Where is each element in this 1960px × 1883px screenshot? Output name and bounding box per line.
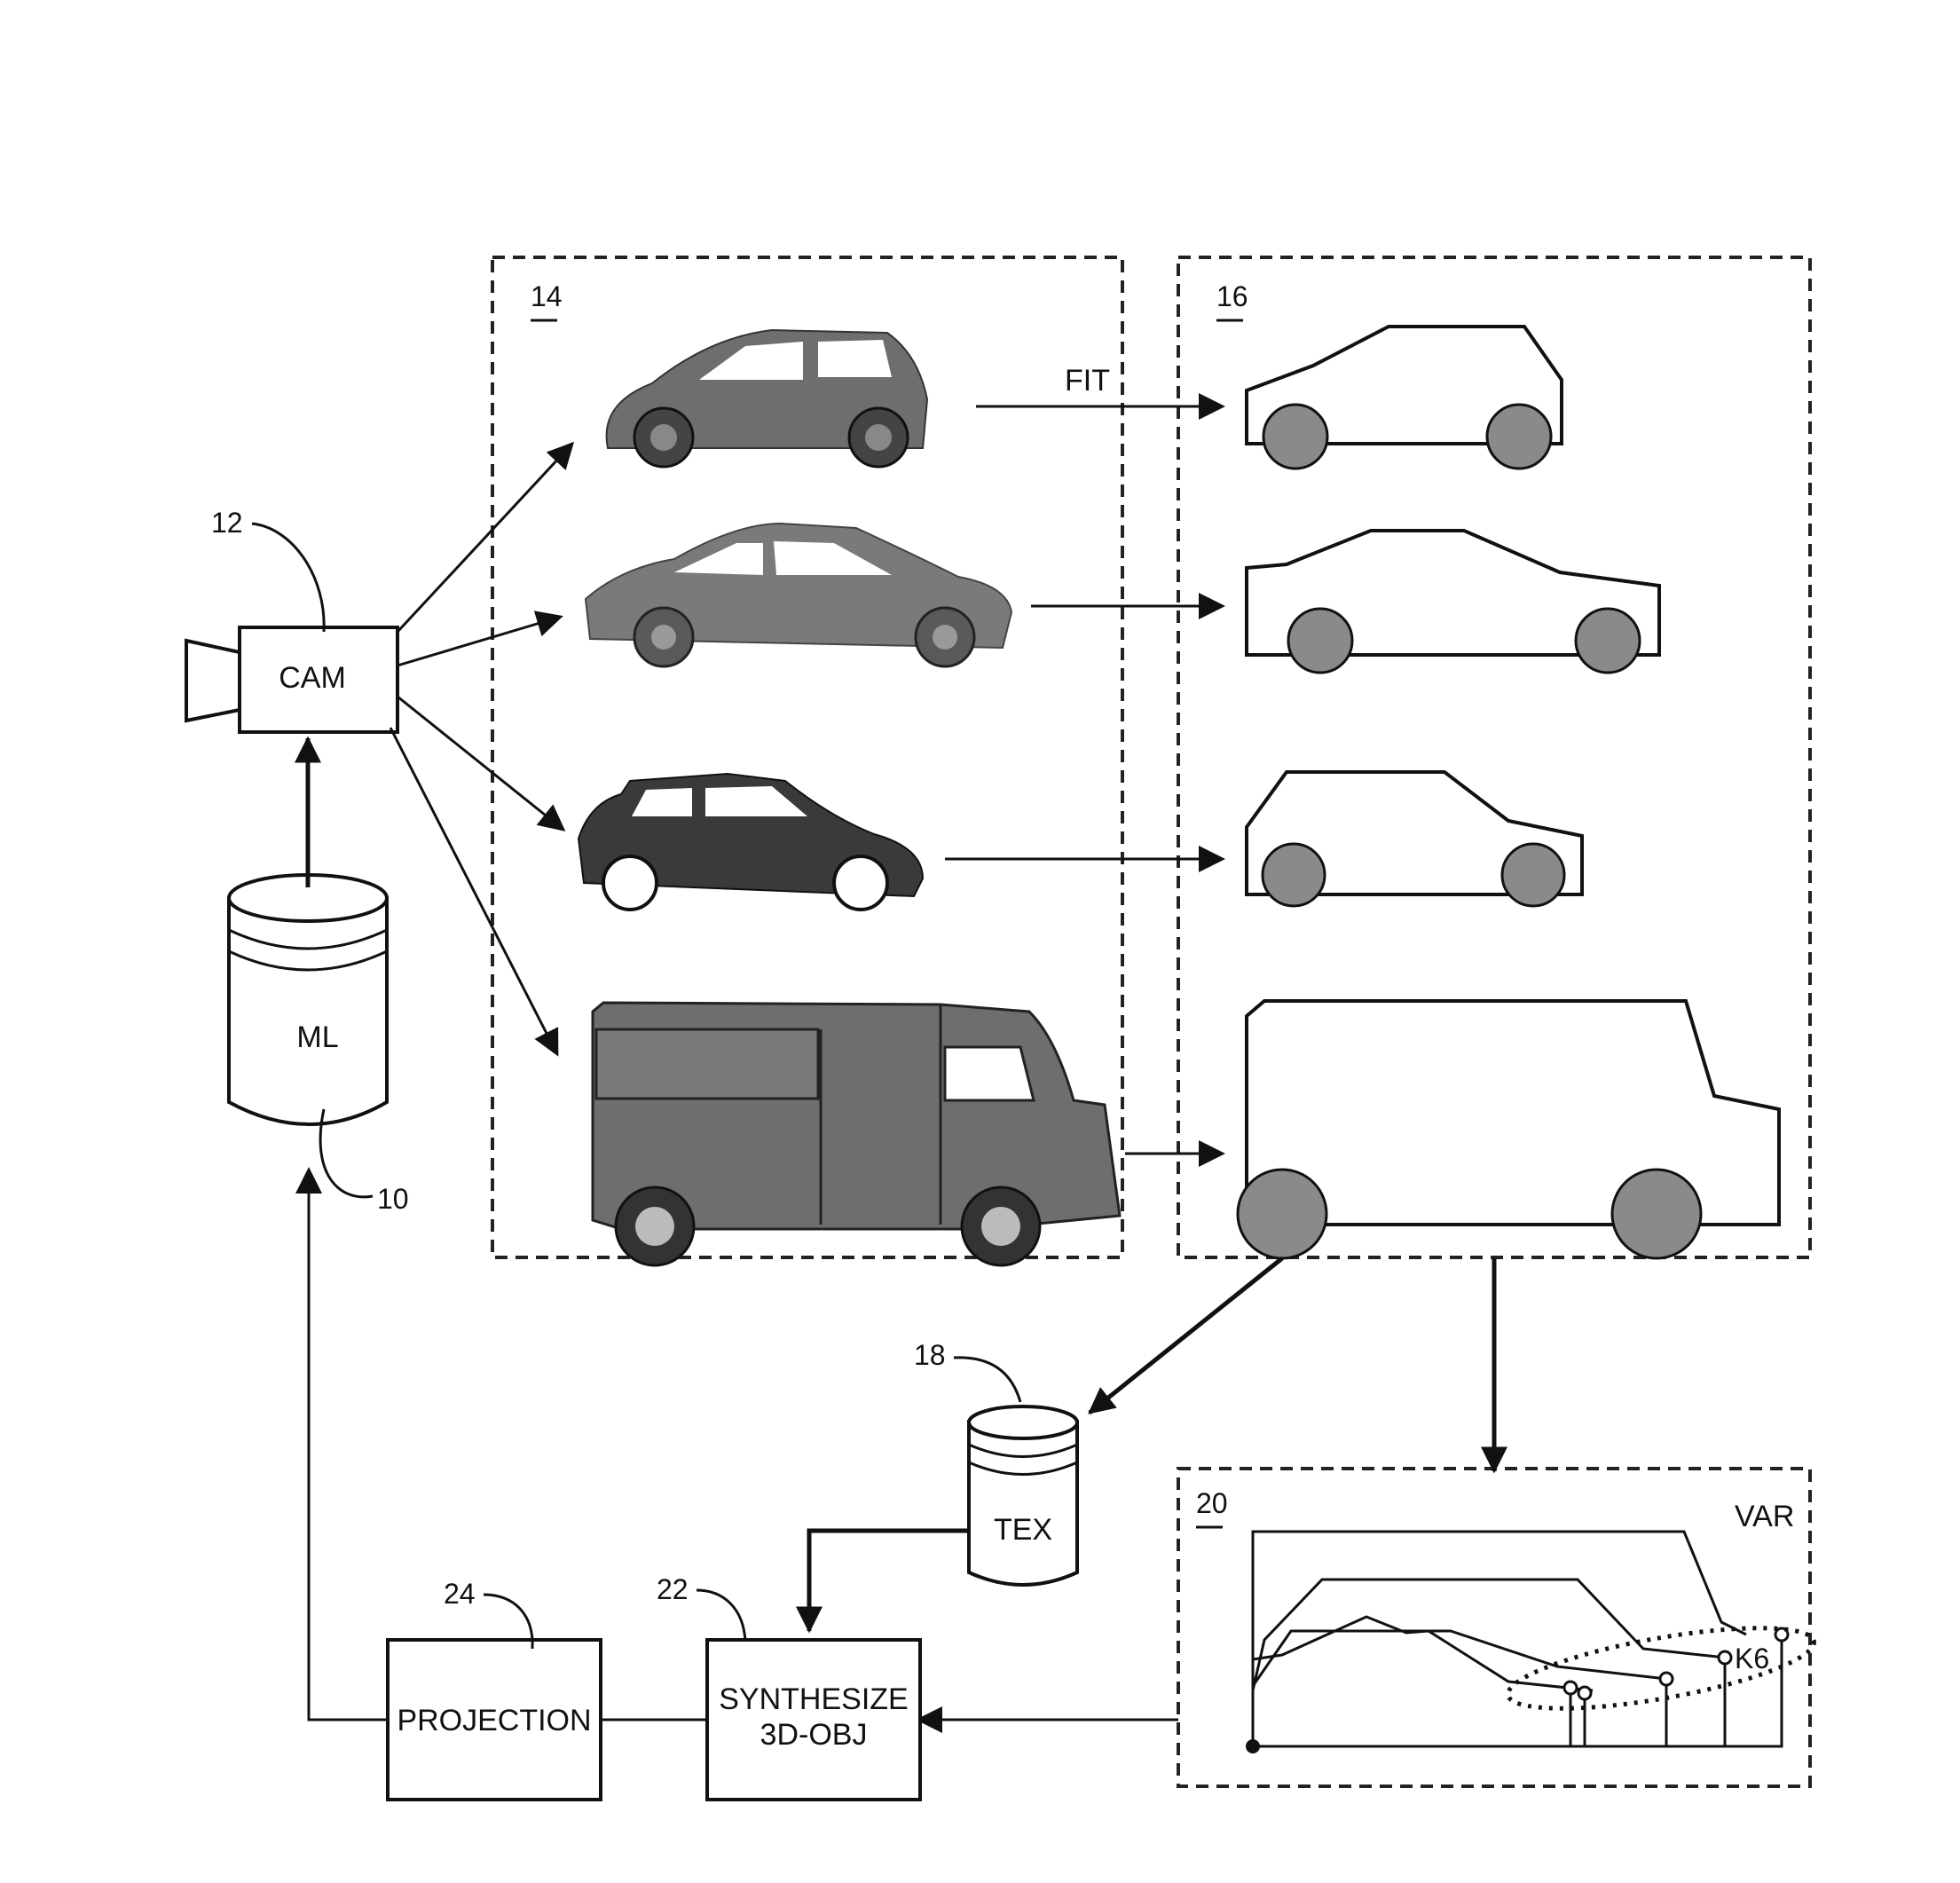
ref-ml: 10 (377, 1183, 409, 1215)
ref-synthesize: 22 (657, 1573, 689, 1605)
ml-label: ML (296, 1020, 338, 1054)
camera-label: CAM (279, 661, 346, 695)
ref-variation: 20 (1196, 1487, 1228, 1519)
tex-database-icon (969, 1406, 1077, 1585)
ref-models: 16 (1216, 280, 1248, 312)
k6-cluster-ellipse (1503, 1611, 1819, 1725)
ref-projection: 24 (444, 1578, 476, 1610)
k6-label: K6 (1735, 1643, 1769, 1674)
synthesize-label-1: SYNTHESIZE (719, 1682, 908, 1716)
projection-label: PROJECTION (397, 1704, 591, 1737)
ref-images: 14 (531, 280, 563, 312)
ref-tex: 18 (914, 1339, 946, 1371)
fit-label: FIT (1065, 364, 1110, 398)
vehicle-image-compact (579, 774, 923, 910)
model-outline-compact (1247, 772, 1582, 906)
vehicle-image-delivery-van (593, 1003, 1120, 1265)
vehicle-image-hatchback (607, 330, 927, 467)
model-outline-hatchback (1247, 327, 1562, 469)
model-outline-van (1238, 1001, 1779, 1258)
variation-group-box (1178, 1469, 1810, 1786)
vehicle-image-sedan (586, 524, 1011, 666)
model-outline-sedan (1247, 531, 1659, 673)
variation-profiles (1246, 1532, 1819, 1753)
var-label: VAR (1735, 1500, 1794, 1533)
ref-camera: 12 (211, 507, 243, 539)
ml-database-icon (229, 875, 387, 1124)
tex-label: TEX (994, 1513, 1052, 1547)
synthesize-label-2: 3D-OBJ (760, 1718, 868, 1752)
